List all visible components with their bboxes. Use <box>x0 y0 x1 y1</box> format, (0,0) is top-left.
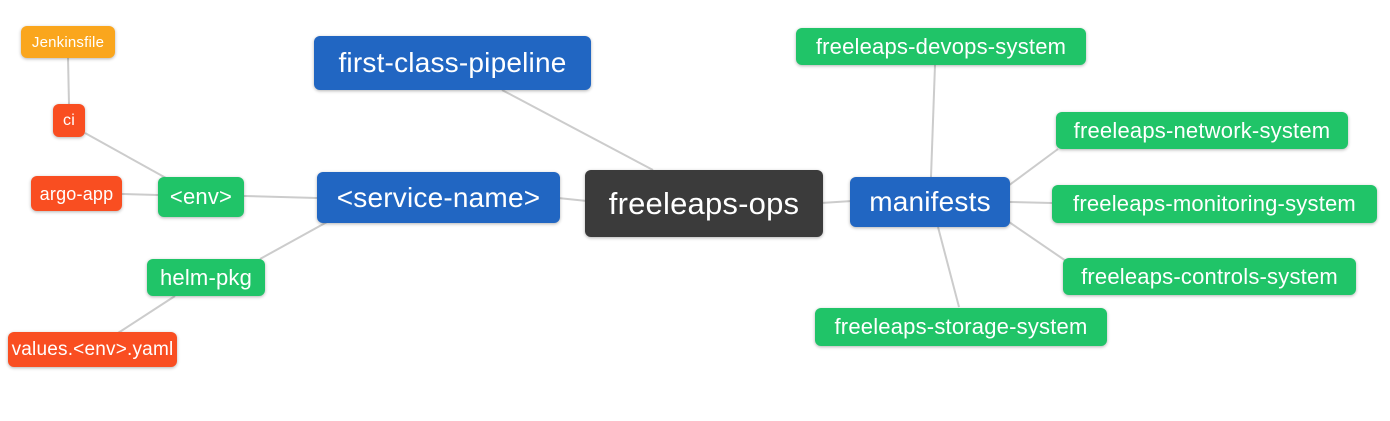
node-freeleaps-controls-system[interactable]: freeleaps-controls-system <box>1063 258 1356 295</box>
edge-values_env_yaml-helm_pkg <box>117 295 176 334</box>
edge-manifests-monitoring_system <box>1009 201 1053 204</box>
node-freeleaps-devops-system[interactable]: freeleaps-devops-system <box>796 28 1086 65</box>
edge-jenkinsfile-ci <box>67 56 70 106</box>
node-manifests[interactable]: manifests <box>850 177 1010 227</box>
node-service-name[interactable]: <service-name> <box>317 172 560 223</box>
node-ci[interactable]: ci <box>53 104 85 137</box>
node-freeleaps-storage-system[interactable]: freeleaps-storage-system <box>815 308 1107 346</box>
edge-service_name-freeleaps_ops <box>557 197 588 202</box>
edge-ci-env <box>84 132 167 179</box>
node-freeleaps-ops-root[interactable]: freeleaps-ops <box>585 170 823 237</box>
node-freeleaps-monitoring-system[interactable]: freeleaps-monitoring-system <box>1052 185 1377 223</box>
node-values-env-yaml[interactable]: values.<env>.yaml <box>8 332 177 367</box>
edge-manifests-controls_system <box>1008 221 1067 262</box>
node-helm-pkg[interactable]: helm-pkg <box>147 259 265 296</box>
edge-helm_pkg-service_name <box>259 221 328 260</box>
edge-freeleaps_ops-manifests <box>820 200 853 204</box>
edge-manifests-network_system <box>1007 148 1059 187</box>
node-first-class-pipeline[interactable]: first-class-pipeline <box>314 36 591 90</box>
edge-env-service_name <box>243 195 318 199</box>
node-jenkinsfile[interactable]: Jenkinsfile <box>21 26 115 58</box>
node-env[interactable]: <env> <box>158 177 244 217</box>
edge-manifests-storage_system <box>937 226 960 308</box>
edge-argo_app-env <box>121 193 159 196</box>
edge-first_class_pipeline-freeleaps_ops <box>501 89 654 171</box>
edge-manifests-devops_system <box>930 64 936 178</box>
node-freeleaps-network-system[interactable]: freeleaps-network-system <box>1056 112 1348 149</box>
node-argo-app[interactable]: argo-app <box>31 176 122 211</box>
